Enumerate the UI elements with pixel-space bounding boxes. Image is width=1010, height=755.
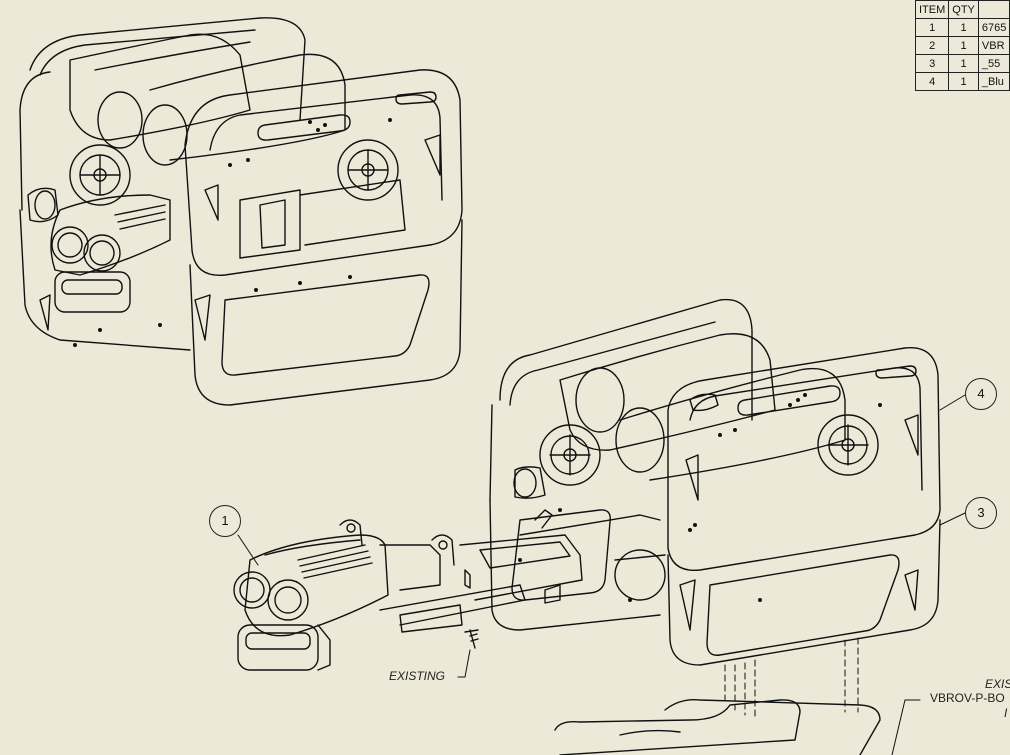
balloon-item-3: 3: [965, 497, 997, 529]
bom-row: 4 1 _Blu: [914, 72, 1010, 91]
bom-header-item: ITEM: [914, 0, 950, 19]
bom-desc-cell: VBR: [977, 36, 1010, 55]
hole-dots: [73, 118, 882, 602]
bom-desc-cell: 6765: [977, 18, 1010, 37]
existing-label-right: EXIS: [985, 677, 1010, 691]
bom-qty-cell: 1: [948, 36, 979, 55]
bom-qty-cell: 1: [948, 18, 979, 37]
balloon-item-1: 1: [209, 505, 241, 537]
leader-lines: [237, 394, 966, 755]
bom-qty-cell: 1: [948, 72, 979, 91]
existing-label-left: EXISTING: [389, 669, 446, 683]
bom-header-description: [977, 0, 1010, 19]
camera-assembly-item-1: [233, 509, 666, 671]
bom-row: 2 1 VBR: [914, 36, 1010, 55]
bom-item-cell: 1: [914, 18, 950, 37]
assembled-rov-view: [19, 17, 463, 406]
bill-of-materials-table: ITEM QTY 1 1 6765 2 1 VBR 3 1 _55 4 1 _B…: [914, 0, 1010, 91]
bom-row: 3 1 _55: [914, 54, 1010, 73]
bom-item-cell: 4: [914, 72, 950, 91]
bom-qty-cell: 1: [948, 54, 979, 73]
bom-desc-cell: _55: [977, 54, 1010, 73]
balloon-item-4: 4: [965, 378, 997, 410]
bom-desc-cell: _Blu: [977, 72, 1010, 91]
note-fragment: I: [1004, 706, 1008, 720]
exploded-rov-view: [489, 298, 941, 755]
bom-header-row: ITEM QTY: [914, 0, 1010, 19]
bom-header-qty: QTY: [948, 0, 979, 19]
vbrov-part-note: VBROV-P-BO: [930, 691, 1005, 705]
bom-item-cell: 2: [914, 36, 950, 55]
bom-item-cell: 3: [914, 54, 950, 73]
bom-row: 1 1 6765: [914, 18, 1010, 37]
